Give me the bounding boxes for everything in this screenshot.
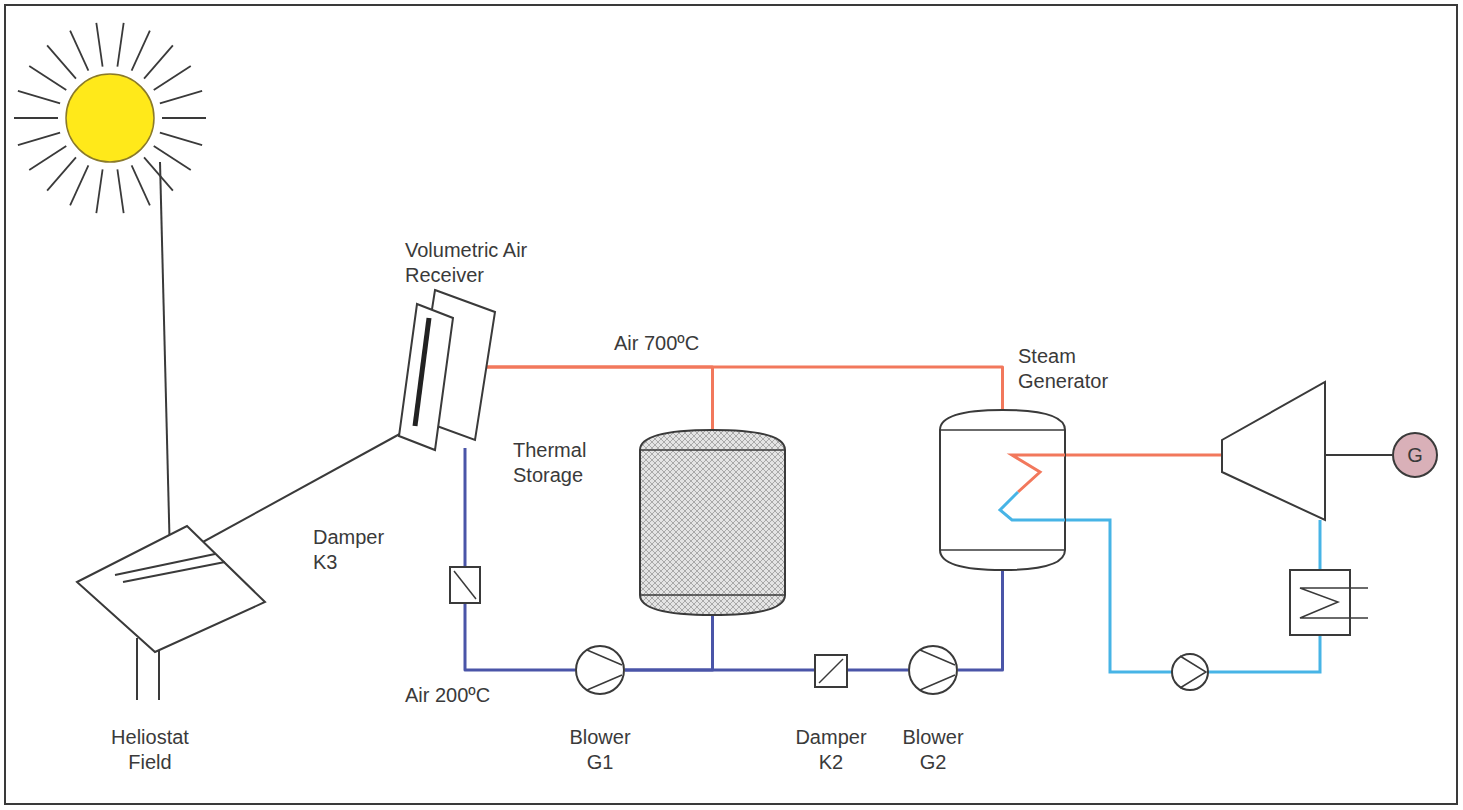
sun-ray: [160, 162, 170, 558]
sun-ray: [47, 157, 76, 190]
sun-ray: [144, 45, 173, 78]
heliostat-node: Heliostat Field: [75, 520, 270, 700]
sun-ray: [18, 133, 60, 145]
sun-ray: [132, 165, 150, 205]
mirror-strip: [115, 554, 215, 575]
receiver-node: Volumetric Air Receiver: [395, 290, 495, 460]
steam-generator-node: Steam Generator: [940, 410, 1065, 570]
vessel-seam: [940, 549, 1065, 551]
heliostat-label: Heliostat Field: [95, 725, 205, 775]
water-line: [1065, 520, 1172, 672]
air-duct: [464, 448, 467, 567]
sun-ray: [96, 169, 102, 213]
damper-box: [815, 655, 847, 687]
generator-circle: [1393, 433, 1437, 477]
steam-line: [1065, 454, 1222, 457]
sun-ray: [14, 117, 58, 119]
air-duct: [847, 669, 908, 672]
sun-ray: [47, 45, 76, 78]
storage-tank-shape: [640, 430, 785, 615]
generator-node: G: [1392, 432, 1438, 478]
sun-ray: [29, 146, 66, 170]
vessel-seam: [940, 429, 1065, 431]
shaft-line: [1325, 454, 1392, 456]
sun-ray: [162, 117, 206, 119]
water-line: [1208, 635, 1320, 672]
air-duct: [625, 615, 713, 670]
air-duct: [625, 669, 815, 672]
blower-label: Blower G2: [888, 725, 978, 775]
blower-blade: [587, 675, 622, 690]
steam-generator-label: Steam Generator: [1018, 344, 1148, 394]
storage-tank-label: Thermal Storage: [513, 438, 618, 488]
damper-node: Damper K3: [450, 567, 480, 603]
blower-node: Blower G1: [575, 645, 625, 695]
storage-tank-node: Thermal Storage: [640, 430, 785, 615]
air-duct: [487, 367, 713, 430]
absorber: [415, 318, 429, 426]
blower-shape: [908, 645, 958, 695]
sun-ray: [160, 133, 202, 145]
sun-ray: [154, 66, 191, 90]
blower-label: Blower G1: [555, 725, 645, 775]
vessel-seam: [640, 449, 785, 451]
sun-ray: [29, 66, 66, 90]
vessel-seam: [640, 594, 785, 596]
condenser-symbol: [1290, 570, 1350, 635]
blower-circle: [576, 646, 624, 694]
blower-blade: [920, 675, 955, 690]
water-line: [1319, 520, 1322, 570]
heliostat-mirror: [77, 526, 265, 652]
damper-flap: [454, 571, 476, 599]
damper-label: Damper K3: [313, 525, 413, 575]
temperature-label: Air 700ºC: [612, 331, 701, 355]
water-coil: [1000, 492, 1065, 520]
damper-box: [450, 567, 480, 603]
blower-blade: [587, 650, 622, 665]
sun-ray: [117, 169, 123, 213]
heliostat-leg: [136, 638, 138, 700]
blower-node: Blower G2: [908, 645, 958, 695]
sun-disc: [66, 74, 154, 162]
heliostat-shape: [75, 520, 270, 700]
turbine-symbol: [1222, 382, 1325, 520]
sun-ray: [18, 91, 60, 103]
condenser-coil: [1300, 588, 1368, 618]
receiver-label: Volumetric Air Receiver: [405, 238, 530, 288]
sun-symbol: [14, 23, 206, 213]
air-duct: [465, 603, 575, 670]
vessel-outline: [640, 430, 785, 615]
sun-ray: [70, 31, 88, 71]
receiver-shape: [395, 290, 495, 460]
blower-circle: [909, 646, 957, 694]
damper-shape: [815, 655, 847, 687]
mirror-strip: [123, 562, 225, 582]
sun-ray: [160, 91, 202, 103]
temperature-label: Air 200ºC: [403, 683, 492, 707]
air-duct: [958, 570, 1003, 670]
generator-label: G: [1392, 432, 1438, 478]
air-duct: [487, 367, 1003, 410]
blower-blade: [920, 650, 955, 665]
damper-node: Damper K2: [815, 655, 847, 687]
vessel-outline: [940, 410, 1065, 570]
blower-shape: [575, 645, 625, 695]
sun-ray: [70, 165, 88, 205]
receiver-front: [399, 304, 453, 450]
damper-label: Damper K2: [786, 725, 876, 775]
pump-symbol: [1172, 654, 1208, 690]
sun-ray: [96, 23, 102, 67]
pump-symbol: [1180, 656, 1206, 688]
sun-ray: [132, 31, 150, 71]
sun-ray: [117, 23, 123, 67]
sun-ray: [144, 157, 173, 190]
frame: [5, 5, 1457, 804]
steam-generator-shape: [940, 410, 1065, 570]
damper-flap: [819, 659, 843, 683]
damper-shape: [450, 567, 480, 603]
steam-coil: [1012, 455, 1065, 492]
